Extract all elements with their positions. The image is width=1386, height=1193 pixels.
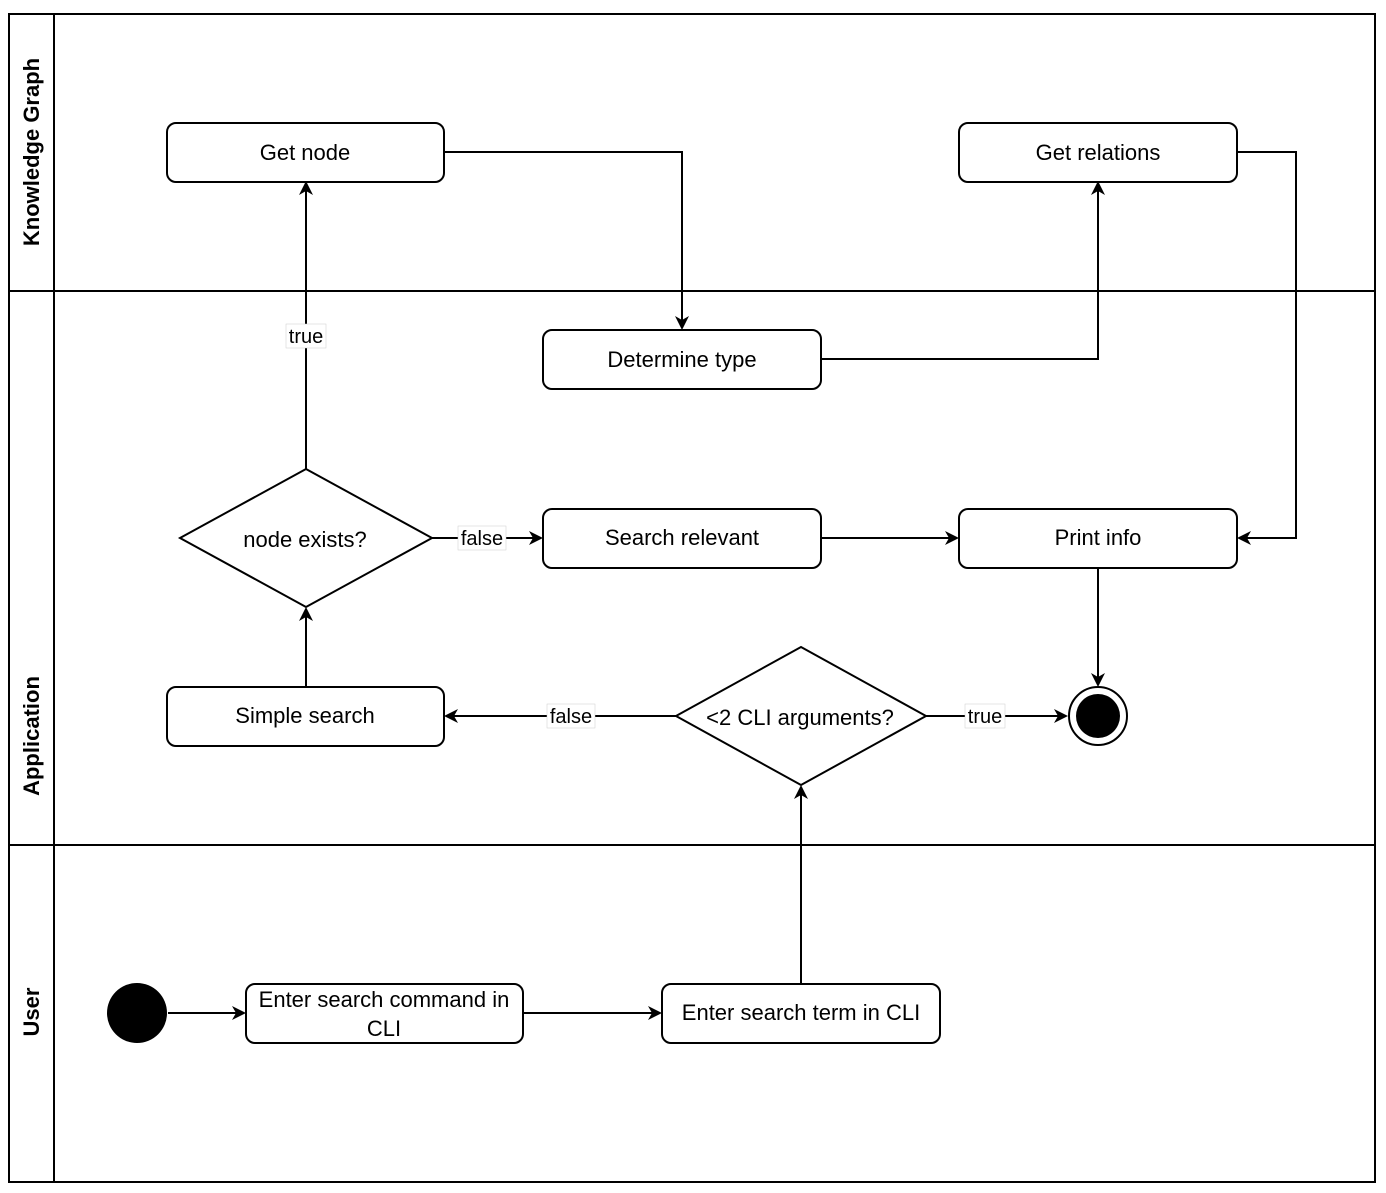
action-simple-search: Simple search [166,686,445,747]
decision-node-exists: node exists? [177,467,435,609]
action-enter-search-command-label-line1: Enter search command in [259,987,510,1012]
action-get-relations-label: Get relations [1036,140,1161,165]
final-node [1068,686,1128,746]
action-determine-type: Determine type [542,329,822,390]
edges [168,151,1297,1020]
initial-node [107,983,167,1043]
action-search-relevant: Search relevant [542,508,822,569]
decision-node-exists-label: node exists? [243,527,367,552]
action-determine-type-label: Determine type [607,347,756,372]
decision-cli-arguments-label: <2 CLI arguments? [706,705,894,730]
edge-determine-type-to-get-relations [820,181,1105,360]
edge-labels: true false false true [285,323,1006,729]
action-simple-search-label: Simple search [235,703,374,728]
action-search-relevant-label: Search relevant [605,525,759,550]
action-enter-search-command-label-line2: CLI [367,1016,401,1041]
lane-frame [8,13,1376,1183]
action-get-node-label: Get node [260,140,351,165]
edge-label-node-exists-false: false [461,528,503,550]
edge-label-cli-args-true: true [968,706,1002,728]
swimlanes [8,13,1376,1183]
decision-cli-arguments: <2 CLI arguments? [673,645,929,787]
action-get-node: Get node [166,122,445,183]
lane-title-knowledge-graph: Knowledge Graph [19,58,44,246]
edge-get-node-to-determine-type [444,151,689,330]
action-print-info-label: Print info [1055,525,1142,550]
lane-title-application: Application [19,676,44,796]
action-print-info: Print info [958,508,1238,569]
edge-label-node-exists-true: true [289,326,323,348]
action-enter-search-command: Enter search command in CLI [245,983,524,1044]
edge-get-relations-to-print-info [1237,151,1297,545]
action-enter-search-term: Enter search term in CLI [661,983,941,1044]
lane-title-user: User [19,987,44,1036]
action-enter-search-term-label: Enter search term in CLI [682,1000,920,1025]
action-get-relations: Get relations [958,122,1238,183]
edge-label-cli-args-false: false [550,706,592,728]
